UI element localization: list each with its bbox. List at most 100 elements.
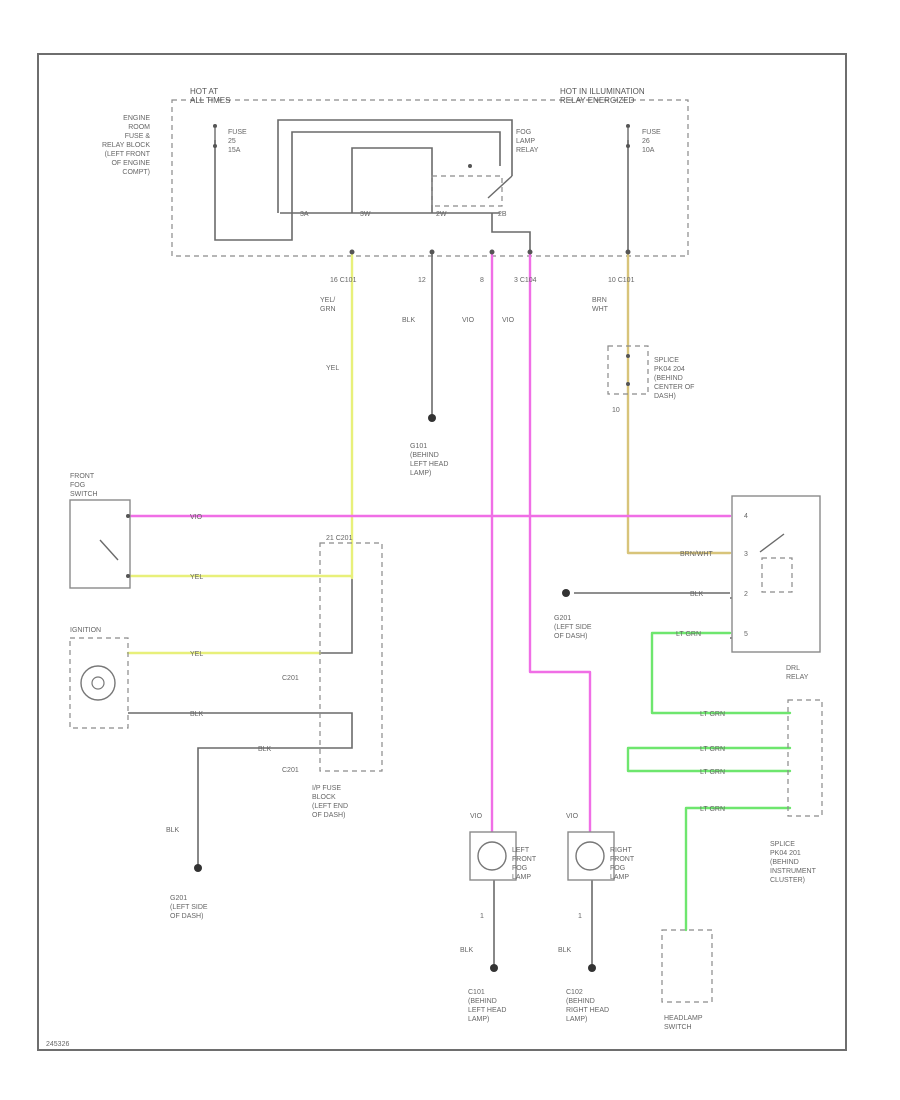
vio-wire-right-lamp xyxy=(528,250,592,834)
fog-relay-coil-box xyxy=(431,175,503,207)
conn-c101-left: 16 C101 xyxy=(330,277,357,284)
ground-icon xyxy=(428,414,436,422)
lt-grn-wire-2 xyxy=(626,746,792,773)
ground-icon xyxy=(562,589,570,597)
label-line: (BEHIND xyxy=(468,998,497,1005)
front-fog-switch-box xyxy=(69,499,131,589)
label-line: LAMP xyxy=(516,138,535,145)
label-line: LAMP) xyxy=(566,1016,587,1023)
label-line: RELAY xyxy=(786,674,809,681)
relay-pin-3w: 3W xyxy=(360,211,371,218)
wire-yel-ign: YEL xyxy=(190,651,203,658)
label-line: FOG xyxy=(70,482,85,489)
drl-relay-box xyxy=(731,495,821,653)
label-line: PK04 204 xyxy=(654,366,685,373)
label-line: (LEFT SIDE xyxy=(554,624,592,631)
relay-switch-icon xyxy=(99,514,130,578)
left-lamp-pin: 1 xyxy=(480,913,484,920)
relay-pin-2w: 2W xyxy=(436,211,447,218)
relay-wire-b xyxy=(277,119,513,213)
label-line: RELAY xyxy=(516,147,539,154)
label-line: 26 xyxy=(642,138,650,145)
ip-internal xyxy=(320,578,353,654)
wire-blk: BLK xyxy=(402,317,416,324)
wire-brn-wht-drl: BRN/WHT xyxy=(680,551,713,558)
label-line: LAMP xyxy=(512,874,531,881)
label-line: LAMP) xyxy=(468,1016,489,1023)
splice-box xyxy=(607,345,649,395)
label-line: FRONT xyxy=(610,856,635,863)
drl-pin-4: 4 xyxy=(744,513,748,520)
label-line: OF ENGINE xyxy=(111,160,150,167)
relay-pin-3a: 3A xyxy=(300,211,309,218)
label-line: 10A xyxy=(642,147,655,154)
label-line: DASH) xyxy=(654,393,676,400)
ignition-label: IGNITION xyxy=(70,627,101,634)
ip-pin-21-c201: 21 C201 xyxy=(326,535,353,542)
wire-vio-right-lamp: VIO xyxy=(566,813,579,820)
ignition-icon xyxy=(80,665,116,701)
footer-code: 245326 xyxy=(46,1041,69,1048)
label-line: PK04 201 xyxy=(770,850,801,857)
label-line: CLUSTER) xyxy=(770,877,805,884)
ground-icon xyxy=(194,864,202,872)
conn-pin8: 8 xyxy=(480,277,484,284)
label-line: FUSE & xyxy=(125,133,151,140)
diagram-frame xyxy=(37,53,847,1051)
label-line: (LEFT FRONT xyxy=(105,151,151,158)
lt-grn-wire-1 xyxy=(650,631,792,715)
label-line: INSTRUMENT xyxy=(770,868,817,875)
relay-switch-icon xyxy=(759,533,785,553)
connector-icon xyxy=(349,249,631,255)
label-line: 15A xyxy=(228,147,241,154)
label-line: OF DASH) xyxy=(312,812,345,819)
splice-right-box xyxy=(787,699,823,817)
label-line: (BEHIND xyxy=(410,452,439,459)
blk-ground-left xyxy=(197,747,320,866)
label-line: LEFT HEAD xyxy=(468,1007,506,1014)
label-line: BLOCK xyxy=(312,794,336,801)
wire-vio-left-lamp: VIO xyxy=(470,813,483,820)
ground-icon xyxy=(490,964,498,972)
wire-lt-grn-5: LT GRN xyxy=(700,806,725,813)
label-line: OF DASH) xyxy=(554,633,587,640)
brn-wht-wire xyxy=(626,250,732,555)
right-lamp-pin: 1 xyxy=(578,913,582,920)
label-line: GRN xyxy=(320,306,336,313)
label-line: SWITCH xyxy=(70,491,98,498)
wire-blk-right-lamp: BLK xyxy=(558,947,572,954)
label-line: (BEHIND xyxy=(566,998,595,1005)
wire-lt-grn-4: LT GRN xyxy=(700,769,725,776)
right-fog-lamp-box xyxy=(567,831,615,881)
label-line: SWITCH xyxy=(664,1024,692,1031)
fuse-icon xyxy=(213,124,217,148)
label-line: LAMP xyxy=(610,874,629,881)
wire-lt-grn-2: LT GRN xyxy=(700,711,725,718)
wire-lt-grn-3: LT GRN xyxy=(700,746,725,753)
label-line: CENTER OF xyxy=(654,384,694,391)
drl-pin-2: 2 xyxy=(744,591,748,598)
drl-pin-5: 5 xyxy=(744,631,748,638)
conn-c104: 3 C104 xyxy=(514,277,537,284)
wire-yel: YEL xyxy=(326,365,339,372)
label-line: RELAY BLOCK xyxy=(102,142,150,149)
headlamp-switch-box xyxy=(661,929,713,1003)
relay-wire-e xyxy=(491,213,531,252)
wire-lt-grn-1: LT GRN xyxy=(676,631,701,638)
wire-yel-grn: YEL/GRN xyxy=(320,297,336,313)
label-line: RIGHT HEAD xyxy=(566,1007,609,1014)
ip-c201b: C201 xyxy=(282,767,299,774)
